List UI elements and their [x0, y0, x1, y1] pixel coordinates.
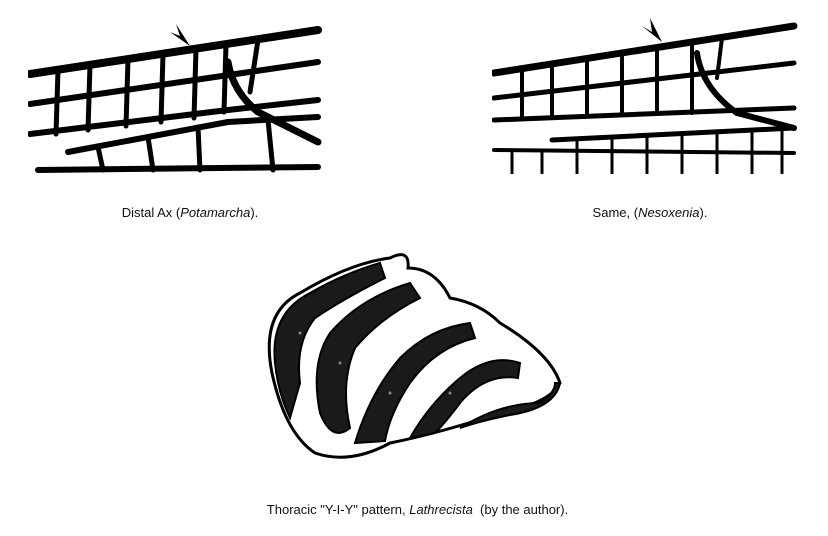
arrowhead-icon — [642, 18, 662, 42]
caption-text: Same, ( — [592, 205, 639, 220]
figure-caption-lathrecista: Thoracic "Y-I-Y" pattern, Lathrecista (b… — [214, 487, 614, 517]
caption-text: Distal Ax ( — [121, 205, 181, 220]
figure-caption-nesoxenia: Same, (Nesoxenia). — [540, 205, 760, 220]
caption-text: ). — [250, 205, 259, 220]
caption-text: Thoracic "Y-I-Y" pattern, — [266, 502, 410, 517]
caption-genus: Nesoxenia — [638, 205, 700, 220]
wing-venation-nesoxenia-illustration — [492, 18, 798, 174]
thoracic-pattern-lathrecista-illustration — [267, 253, 562, 459]
caption-text: ). — [699, 205, 708, 220]
wing-venation-potamarcha-illustration — [28, 24, 322, 173]
figure-caption-potamarcha: Distal Ax (Potamarcha). — [70, 205, 310, 220]
arrowhead-icon — [170, 24, 190, 46]
caption-text: (by the author). — [472, 502, 569, 517]
caption-genus: Potamarcha — [180, 205, 251, 220]
caption-genus: Lathrecista — [409, 502, 473, 517]
